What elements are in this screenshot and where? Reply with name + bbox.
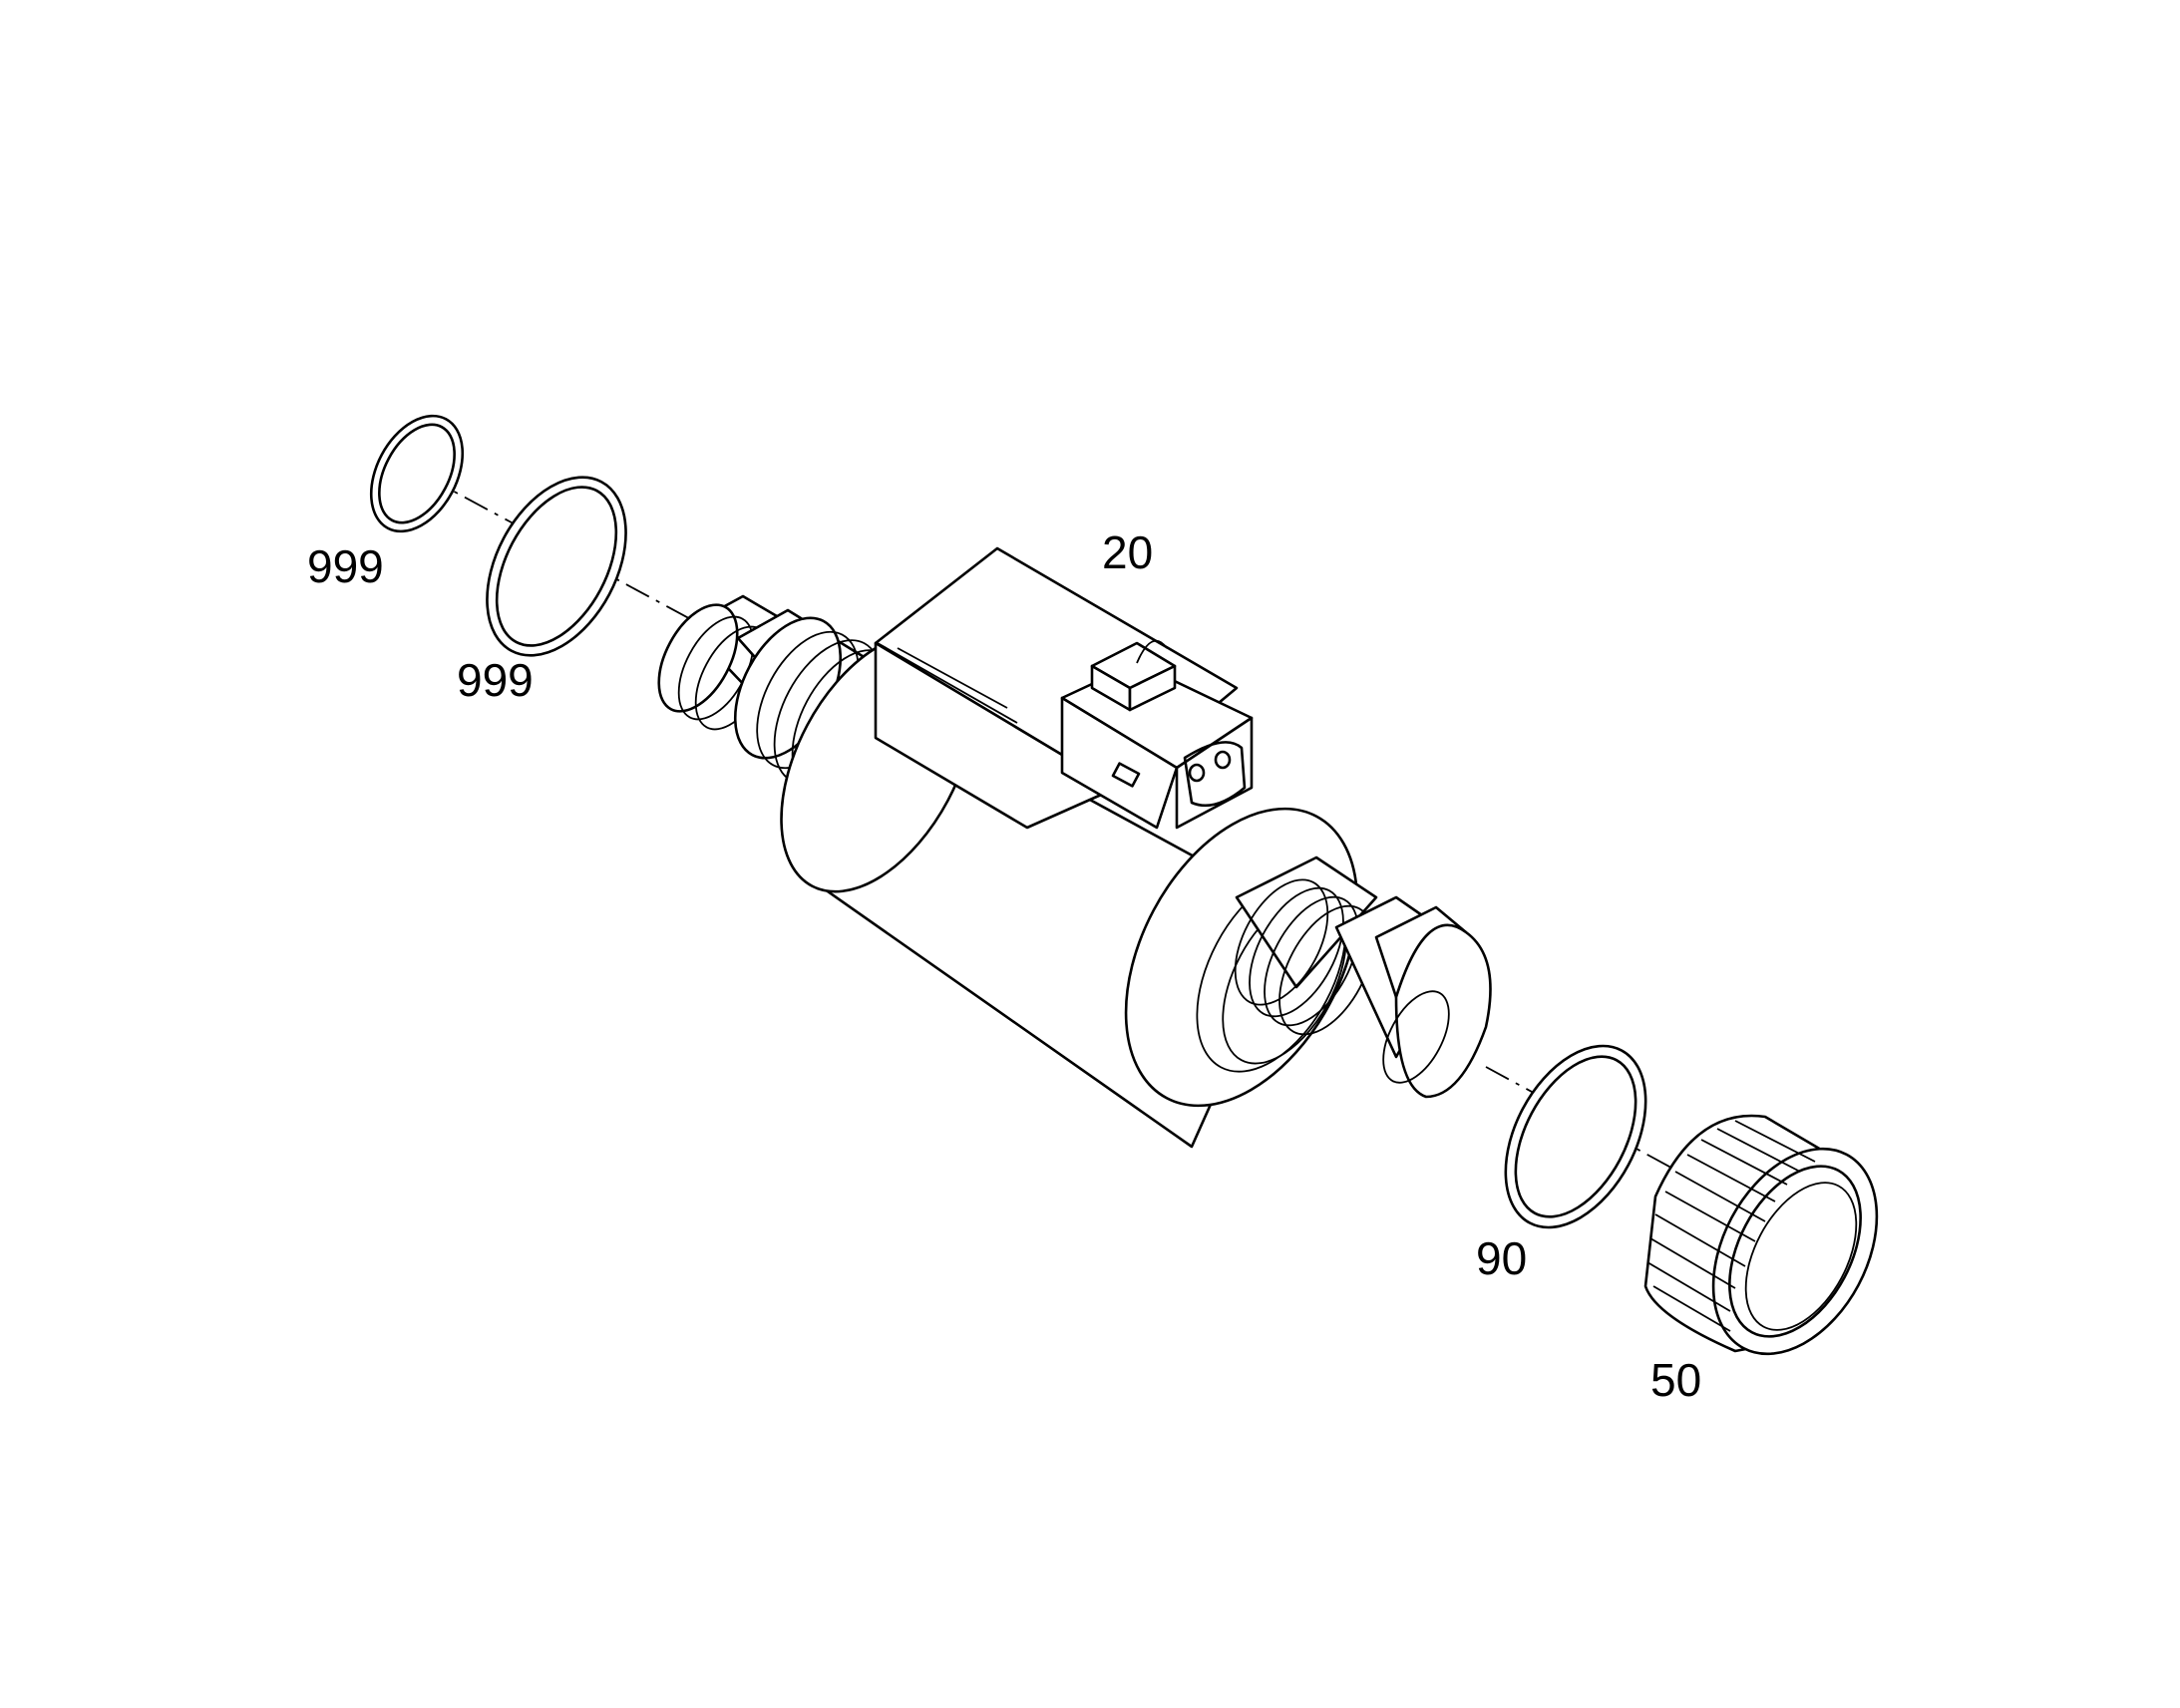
valve-outlet-stem [1234,855,1492,1099]
callout-oring-small: 999 [307,540,384,592]
callout-solenoid-valve: 20 [1102,526,1153,578]
callout-seal-ring: 90 [1476,1232,1527,1284]
oring-large-part[interactable] [459,454,654,679]
knurl-ridges [1646,1120,1816,1332]
callout-oring-large: 999 [457,654,534,706]
callout-knurled-nut: 50 [1650,1354,1701,1406]
callout-labels: 999 999 20 90 50 [307,526,1701,1406]
knurled-nut-part[interactable] [1643,1114,1910,1382]
electrical-connector [1060,639,1254,830]
oring-small-part[interactable] [353,400,482,546]
seal-ring-part[interactable] [1477,1022,1674,1250]
solenoid-valve-part[interactable] [643,546,1492,1149]
